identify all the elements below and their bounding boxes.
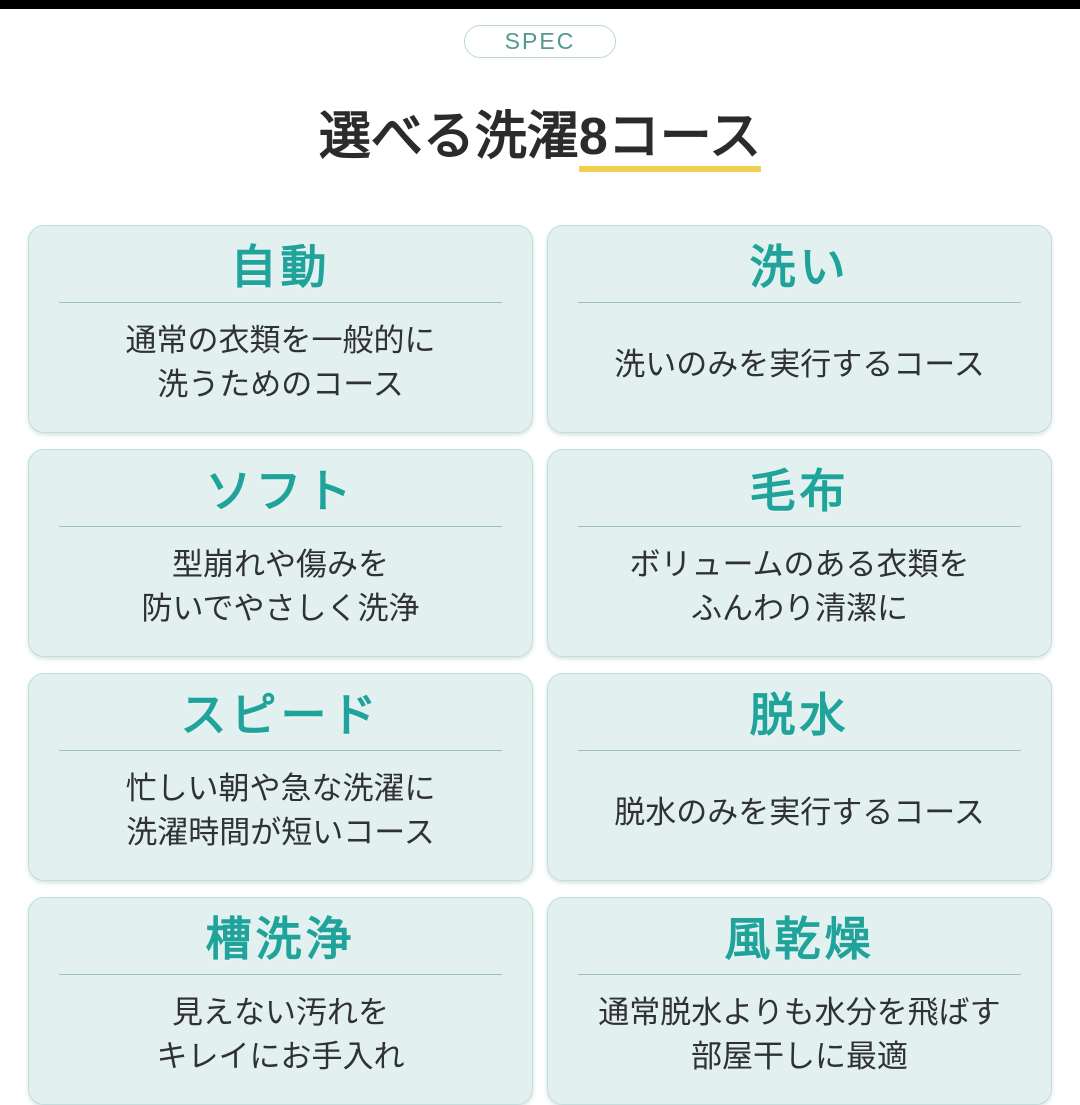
course-card-title: 槽洗浄 — [205, 912, 356, 965]
course-card-title: 洗い — [749, 240, 850, 293]
course-card-title: スピード — [180, 688, 381, 741]
course-card-description-line: 見えない汚れを — [172, 995, 389, 1031]
course-card-description-line: 脱水のみを実行するコース — [614, 795, 985, 831]
course-card-title: 風乾燥 — [724, 912, 875, 965]
course-card: 自動 通常の衣類を一般的に 洗うためのコース — [28, 224, 533, 433]
course-card-description: 脱水のみを実行するコース — [614, 791, 984, 835]
course-card-description-line: 忙しい朝や急な洗濯に — [125, 771, 436, 807]
spec-badge-label: SPEC — [504, 28, 576, 54]
course-card-title: 脱水 — [749, 688, 850, 741]
course-card-description-line: ボリュームのある衣類を — [629, 547, 970, 583]
top-black-bar — [0, 0, 1080, 9]
course-card-divider — [578, 302, 1021, 304]
course-card: 槽洗浄 見えない汚れを キレイにお手入れ — [28, 896, 533, 1105]
course-card-description: 洗いのみを実行するコース — [614, 343, 984, 387]
course-card-title: 毛布 — [749, 464, 850, 517]
course-card: 洗い 洗いのみを実行するコース — [547, 224, 1052, 433]
course-card-description: 通常脱水よりも水分を飛ばす 部屋干しに最適 — [598, 991, 1000, 1079]
course-card-description: 忙しい朝や急な洗濯に 洗濯時間が短いコース — [126, 767, 436, 855]
course-card-divider — [578, 526, 1021, 528]
course-card-description-line: 通常の衣類を一般的に — [125, 323, 436, 359]
spec-page: SPEC 選べる洗濯8コース 自動 通常の衣類を一般的に 洗うためのコース 洗い… — [0, 9, 1080, 1105]
course-card: 脱水 脱水のみを実行するコース — [547, 672, 1052, 881]
course-card-description-line: ふんわり清潔に — [690, 591, 908, 627]
page-title-prefix: 選べる洗濯 — [318, 107, 579, 166]
course-card-description-line: 部屋干しに最適 — [690, 1039, 908, 1075]
page-title-container: 選べる洗濯8コース — [0, 74, 1080, 203]
course-card-title: 自動 — [230, 240, 331, 293]
course-card: 毛布 ボリュームのある衣類を ふんわり清潔に — [547, 448, 1052, 657]
course-card-description-line: 洗濯時間が短いコース — [126, 815, 435, 851]
course-card: ソフト 型崩れや傷みを 防いでやさしく洗浄 — [28, 448, 533, 657]
course-card-divider — [59, 302, 502, 304]
course-card-divider — [59, 974, 502, 976]
course-card-grid: 自動 通常の衣類を一般的に 洗うためのコース 洗い 洗いのみを実行するコース ソ… — [28, 224, 1052, 1105]
course-card-divider — [59, 526, 502, 528]
course-card-description-line: キレイにお手入れ — [156, 1039, 405, 1075]
course-card-divider — [578, 750, 1021, 752]
page-title: 選べる洗濯8コース — [318, 107, 762, 173]
course-card-divider — [578, 974, 1021, 976]
course-card-description-line: 型崩れや傷みを — [171, 547, 389, 583]
course-card-description-line: 防いでやさしく洗浄 — [141, 591, 420, 627]
spec-badge: SPEC — [464, 25, 616, 58]
course-card-description: ボリュームのある衣類を ふんわり清潔に — [629, 543, 969, 631]
course-card-divider — [59, 750, 502, 752]
course-card: 風乾燥 通常脱水よりも水分を飛ばす 部屋干しに最適 — [547, 896, 1052, 1105]
course-card-description: 通常の衣類を一般的に 洗うためのコース — [126, 319, 436, 407]
course-card-description: 型崩れや傷みを 防いでやさしく洗浄 — [141, 543, 419, 631]
page-title-highlight: 8コース — [578, 108, 762, 173]
course-card-description: 見えない汚れを キレイにお手入れ — [157, 991, 405, 1079]
course-card-description-line: 洗うためのコース — [157, 367, 404, 403]
course-card-description-line: 通常脱水よりも水分を飛ばす — [598, 995, 1001, 1031]
course-card: スピード 忙しい朝や急な洗濯に 洗濯時間が短いコース — [28, 672, 533, 881]
spec-badge-container: SPEC — [0, 9, 1080, 58]
course-card-description-line: 洗いのみを実行するコース — [614, 347, 985, 383]
course-card-title: ソフト — [205, 464, 356, 517]
